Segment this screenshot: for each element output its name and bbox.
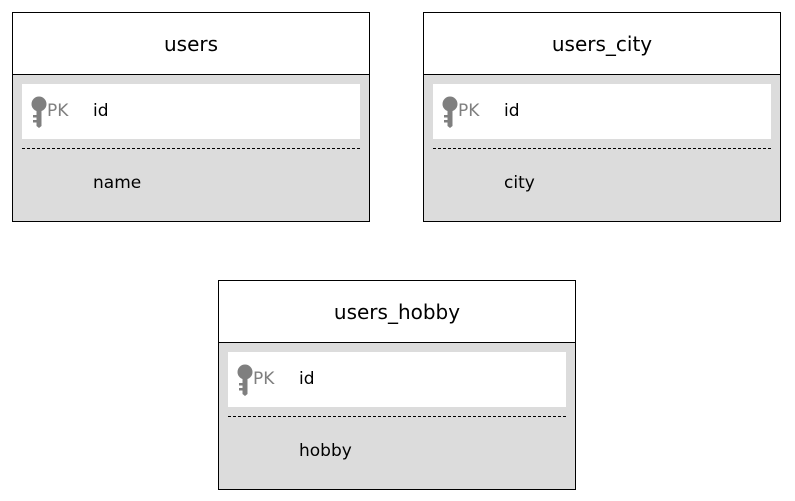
pk-field-name: id [504, 101, 520, 121]
key-icon [31, 96, 47, 128]
entity-title: users [13, 13, 369, 75]
dashed-divider [228, 416, 566, 417]
entity-users[interactable]: users PK id name [12, 12, 370, 222]
entity-title-text: users [163, 31, 219, 56]
pk-label: PK [253, 369, 275, 389]
dashed-divider [22, 148, 360, 149]
attribute-field: hobby [299, 441, 352, 461]
primary-key-row[interactable]: PK id [433, 84, 771, 139]
pk-label: PK [47, 101, 69, 121]
entity-title-text: users_hobby [333, 299, 461, 324]
key-icon [237, 364, 253, 396]
entity-title: users_hobby [219, 281, 575, 343]
pk-field-name: id [93, 101, 109, 121]
entity-users-hobby[interactable]: users_hobby PK id hobby [218, 280, 576, 490]
key-icon [442, 96, 458, 128]
entity-users-city[interactable]: users_city PK id city [423, 12, 781, 222]
pk-field-name: id [299, 369, 315, 389]
attribute-field: city [504, 173, 535, 193]
dashed-divider [433, 148, 771, 149]
pk-label: PK [458, 101, 480, 121]
entity-title: users_city [424, 13, 780, 75]
entity-title-text: users_city [551, 31, 653, 56]
primary-key-row[interactable]: PK id [22, 84, 360, 139]
attribute-field: name [93, 173, 142, 193]
primary-key-row[interactable]: PK id [228, 352, 566, 407]
